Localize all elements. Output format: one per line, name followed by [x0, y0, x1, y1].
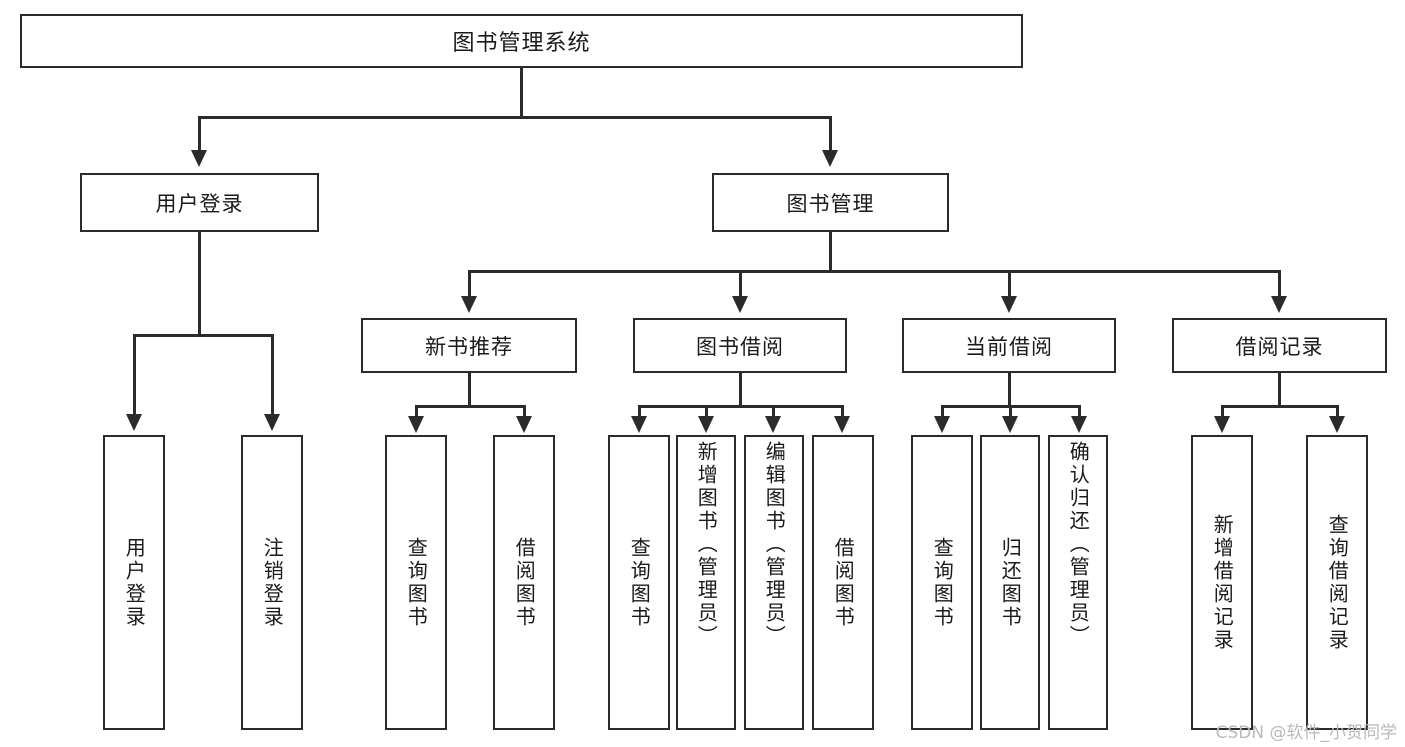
leaf-current-return-book[interactable]: 归还图书	[980, 435, 1040, 730]
connector-user-login-bus	[133, 334, 273, 337]
connector-book-borrow-leaf2	[705, 405, 708, 418]
connector-user-login-leaf2	[271, 334, 274, 416]
leaf-user-login[interactable]: 用户登录	[103, 435, 165, 730]
node-label: 新书推荐	[425, 334, 513, 359]
arrow-user-login-leaf1	[126, 414, 142, 431]
leaf-current-confirm-return-admin[interactable]: 确认归还（管理员）	[1048, 435, 1108, 730]
arrow-current-borrow-leaf2	[1002, 416, 1018, 433]
arrow-borrow-records-leaf1	[1214, 416, 1230, 433]
leaf-records-query-record[interactable]: 查询借阅记录	[1306, 435, 1368, 730]
leaf-label: 新增图书（管理员）	[694, 441, 719, 648]
arrow-user-login-leaf2	[264, 414, 280, 431]
leaf-current-query-book[interactable]: 查询图书	[911, 435, 973, 730]
connector-to-current-borrow	[1008, 270, 1011, 298]
arrow-book-borrow-leaf3	[765, 416, 781, 433]
arrow-borrow-records-leaf2	[1329, 416, 1345, 433]
leaf-label: 查询图书	[404, 536, 429, 629]
connector-book-borrow-leaf3	[772, 405, 775, 418]
connector-to-book-management	[829, 116, 832, 152]
connector-to-user-login	[198, 116, 201, 152]
connector-to-new-book-recommend	[468, 270, 471, 298]
connector-user-login-leaf1	[133, 334, 136, 416]
connector-book-borrow-bus	[638, 405, 843, 408]
connector-to-borrow-records	[1278, 270, 1281, 298]
node-label: 图书管理	[786, 191, 875, 216]
node-user-login[interactable]: 用户登录	[80, 173, 319, 232]
node-label: 图书管理系统	[452, 31, 591, 56]
arrow-to-borrow-records	[1271, 296, 1287, 313]
leaf-borrow-add-book-admin[interactable]: 新增图书（管理员）	[676, 435, 736, 730]
node-current-borrow[interactable]: 当前借阅	[902, 318, 1116, 373]
arrow-new-book-leaf1	[408, 416, 424, 433]
connector-root-stem	[520, 68, 523, 117]
connector-user-login-stem	[198, 232, 201, 336]
node-label: 图书借阅	[696, 334, 784, 359]
leaf-label: 借阅图书	[831, 536, 856, 629]
leaf-label: 编辑图书（管理员）	[762, 441, 787, 648]
leaf-label: 借阅图书	[512, 536, 537, 629]
node-book-borrow[interactable]: 图书借阅	[633, 318, 847, 373]
leaf-borrow-query-book[interactable]: 查询图书	[608, 435, 670, 730]
leaf-label: 确认归还（管理员）	[1066, 441, 1091, 648]
connector-book-borrow-stem	[739, 373, 742, 407]
connector-book-borrow-leaf1	[638, 405, 641, 418]
node-root-system[interactable]: 图书管理系统	[20, 14, 1023, 68]
connector-new-book-leaf2	[523, 405, 526, 418]
leaf-borrow-edit-book-admin[interactable]: 编辑图书（管理员）	[744, 435, 804, 730]
leaf-label: 用户登录	[122, 536, 147, 629]
arrow-to-book-borrow	[732, 296, 748, 313]
connector-book-management-stem	[829, 232, 832, 272]
node-label: 当前借阅	[965, 334, 1053, 359]
arrow-current-borrow-leaf3	[1071, 416, 1087, 433]
leaf-label: 注销登录	[260, 536, 285, 629]
connector-current-borrow-leaf3	[1078, 405, 1081, 418]
connector-new-book-stem	[468, 373, 471, 407]
leaf-recommend-query-book[interactable]: 查询图书	[385, 435, 447, 730]
leaf-label: 查询借阅记录	[1325, 513, 1350, 652]
node-label: 借阅记录	[1235, 334, 1324, 359]
arrow-book-borrow-leaf1	[631, 416, 647, 433]
csdn-watermark: CSDN @软件_小贺同学	[1215, 723, 1397, 743]
arrow-to-book-management	[822, 150, 838, 167]
connector-level2-bus	[198, 116, 831, 119]
leaf-user-logout[interactable]: 注销登录	[241, 435, 303, 730]
leaf-borrow-borrow-book[interactable]: 借阅图书	[812, 435, 874, 730]
arrow-book-borrow-leaf2	[698, 416, 714, 433]
node-book-management[interactable]: 图书管理	[712, 173, 949, 232]
connector-new-book-bus	[415, 405, 525, 408]
connector-level3-bus	[468, 270, 1280, 273]
leaf-label: 新增借阅记录	[1210, 513, 1235, 652]
node-new-book-recommend[interactable]: 新书推荐	[361, 318, 577, 373]
node-borrow-records[interactable]: 借阅记录	[1172, 318, 1387, 373]
connector-borrow-records-stem	[1278, 373, 1281, 407]
connector-current-borrow-stem	[1008, 373, 1011, 407]
arrow-to-user-login	[191, 150, 207, 167]
connector-current-borrow-leaf1	[941, 405, 944, 418]
leaf-label: 查询图书	[627, 536, 652, 629]
connector-to-book-borrow	[739, 270, 742, 298]
arrow-book-borrow-leaf4	[834, 416, 850, 433]
connector-borrow-records-bus	[1221, 405, 1338, 408]
arrow-to-current-borrow	[1001, 296, 1017, 313]
leaf-label: 归还图书	[998, 536, 1023, 629]
leaf-label: 查询图书	[930, 536, 955, 629]
connector-book-borrow-leaf4	[841, 405, 844, 418]
connector-borrow-records-leaf2	[1336, 405, 1339, 418]
arrow-to-new-book-recommend	[461, 296, 477, 313]
arrow-current-borrow-leaf1	[934, 416, 950, 433]
connector-new-book-leaf1	[415, 405, 418, 418]
leaf-recommend-borrow-book[interactable]: 借阅图书	[493, 435, 555, 730]
leaf-records-add-record[interactable]: 新增借阅记录	[1191, 435, 1253, 730]
arrow-new-book-leaf2	[516, 416, 532, 433]
connector-current-borrow-leaf2	[1009, 405, 1012, 418]
connector-borrow-records-leaf1	[1221, 405, 1224, 418]
node-label: 用户登录	[155, 191, 244, 216]
